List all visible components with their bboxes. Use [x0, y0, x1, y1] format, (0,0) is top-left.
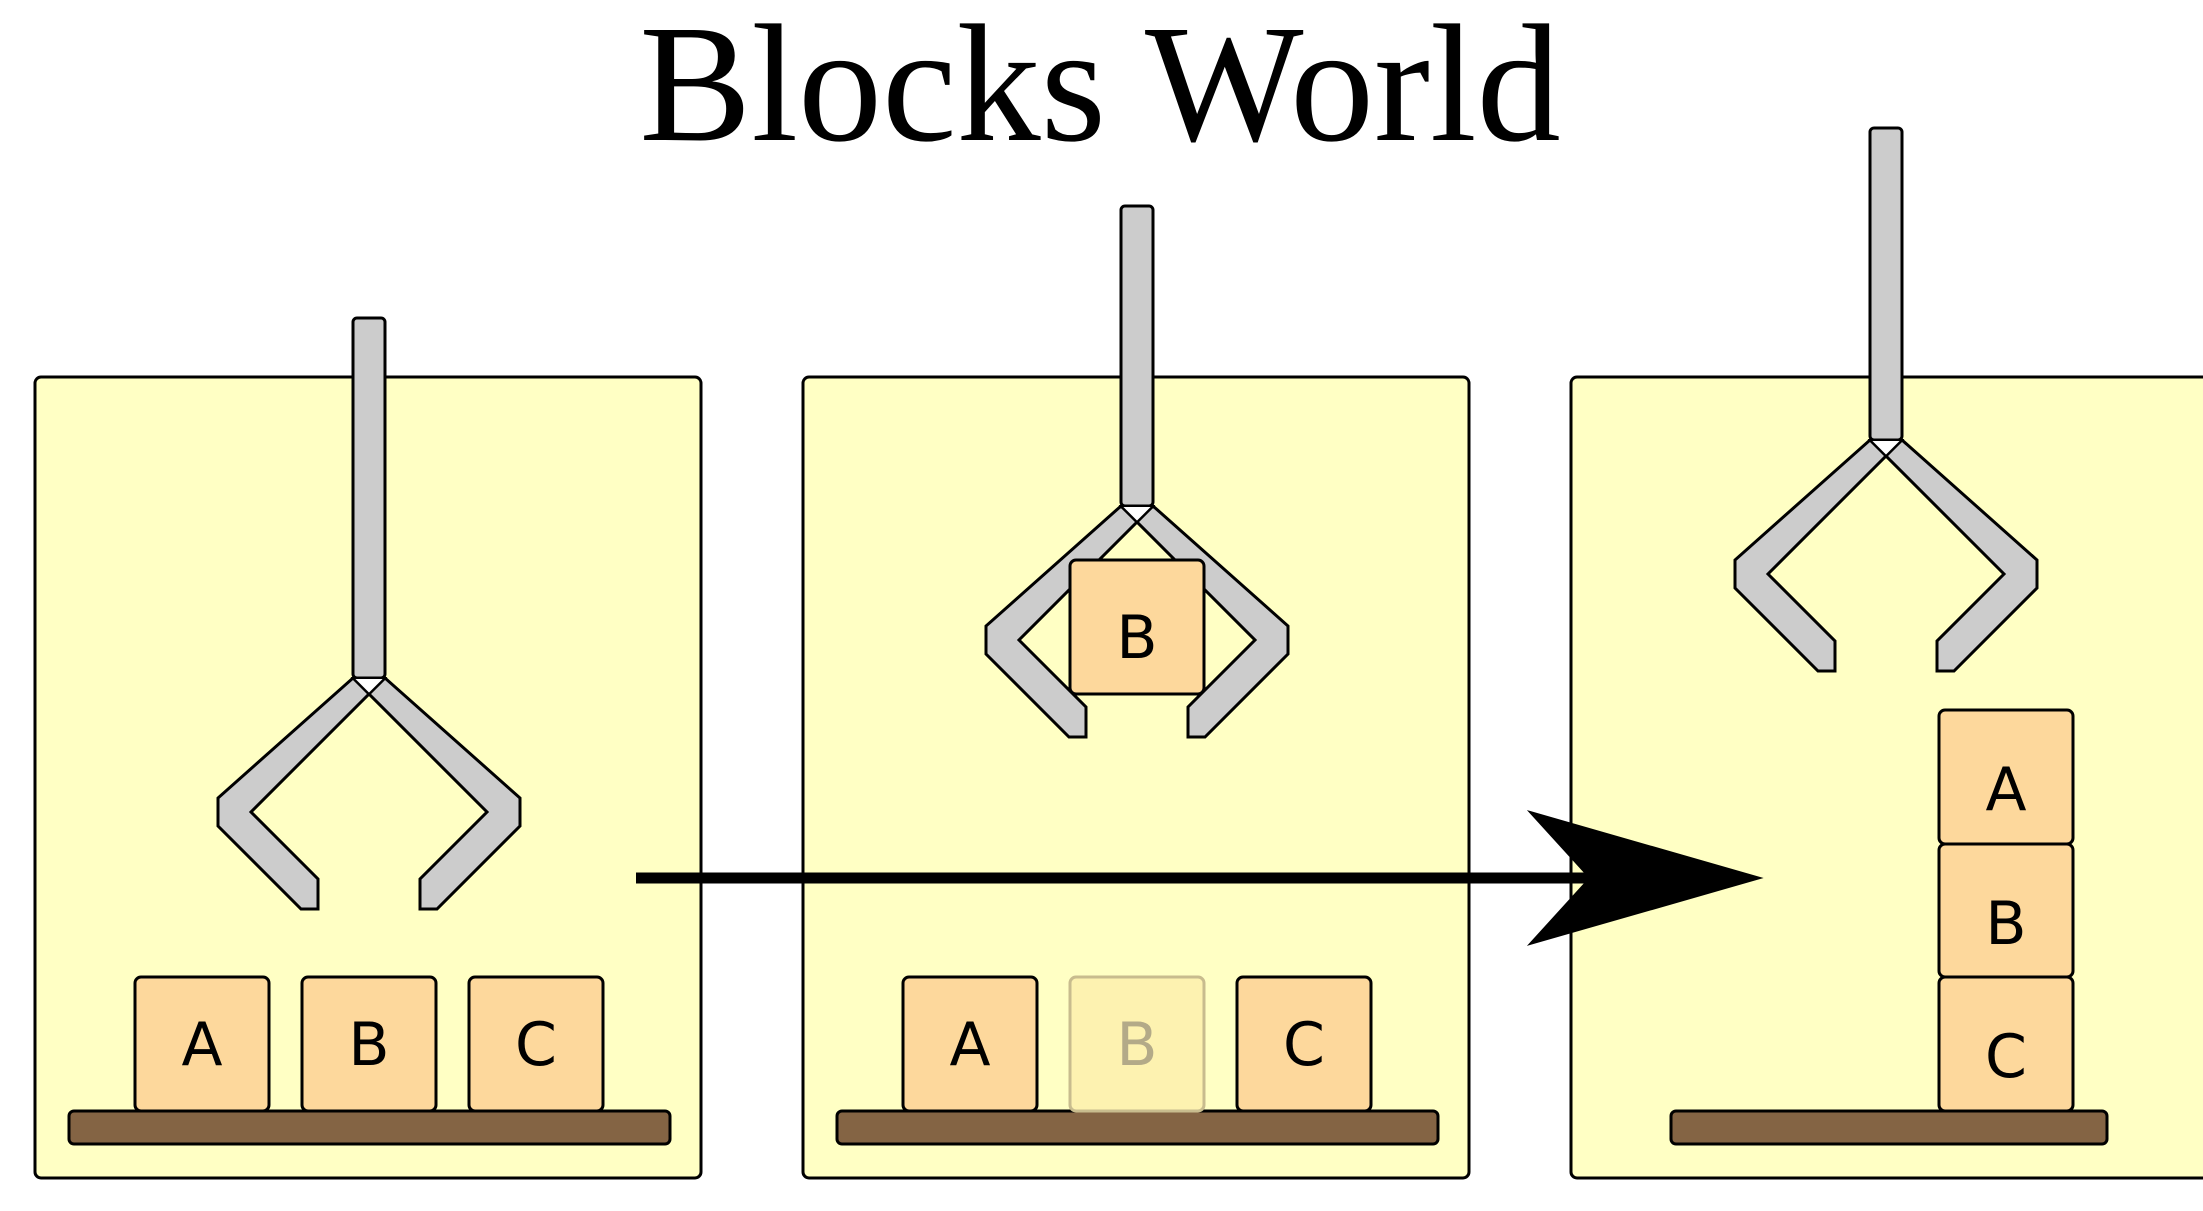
diagram-title: Blocks World [639, 0, 1560, 177]
svg-text:A: A [1985, 755, 2026, 825]
svg-text:C: C [515, 1010, 557, 1080]
block-b: B [300, 975, 438, 1113]
block-b-ghost: B [1068, 975, 1206, 1113]
progress-arrow [636, 810, 1764, 946]
block-c: C [1235, 975, 1373, 1113]
stack-block-a: A [1937, 708, 2075, 846]
gripper-left-claw [216, 675, 372, 911]
gripper-left-claw [1733, 437, 1889, 673]
panel-goal-state: A B C [1569, 126, 2203, 1180]
gripper-shaft [1119, 204, 1155, 508]
table [835, 1109, 1440, 1146]
panel-holding-b: A B C B [801, 204, 1471, 1180]
gripper-right-claw [1883, 437, 2039, 673]
panel-background [1569, 375, 2203, 1180]
robot-gripper-open [1733, 126, 2039, 673]
stack-block-b: B [1937, 842, 2075, 979]
gripper-pivot [1118, 505, 1156, 524]
robot-gripper-open [216, 316, 522, 911]
svg-text:B: B [1116, 1010, 1157, 1080]
svg-text:C: C [1283, 1010, 1325, 1080]
held-block-b: B [1068, 558, 1206, 696]
svg-text:B: B [1985, 889, 2026, 959]
stack-block-c: C [1937, 975, 2075, 1113]
block-a: A [901, 975, 1039, 1113]
svg-text:A: A [949, 1010, 990, 1080]
block-a: A [133, 975, 271, 1113]
block-c: C [467, 975, 605, 1113]
panel-initial-state: A B C [33, 316, 703, 1180]
svg-text:B: B [348, 1010, 389, 1080]
gripper-shaft [351, 316, 387, 680]
table [1669, 1109, 2109, 1146]
svg-text:B: B [1116, 603, 1157, 673]
gripper-right-claw [366, 675, 522, 911]
svg-text:A: A [181, 1010, 222, 1080]
gripper-pivot [350, 677, 388, 696]
gripper-shaft [1868, 126, 1904, 442]
svg-text:C: C [1985, 1022, 2027, 1092]
table [67, 1109, 672, 1146]
gripper-pivot [1867, 439, 1905, 458]
